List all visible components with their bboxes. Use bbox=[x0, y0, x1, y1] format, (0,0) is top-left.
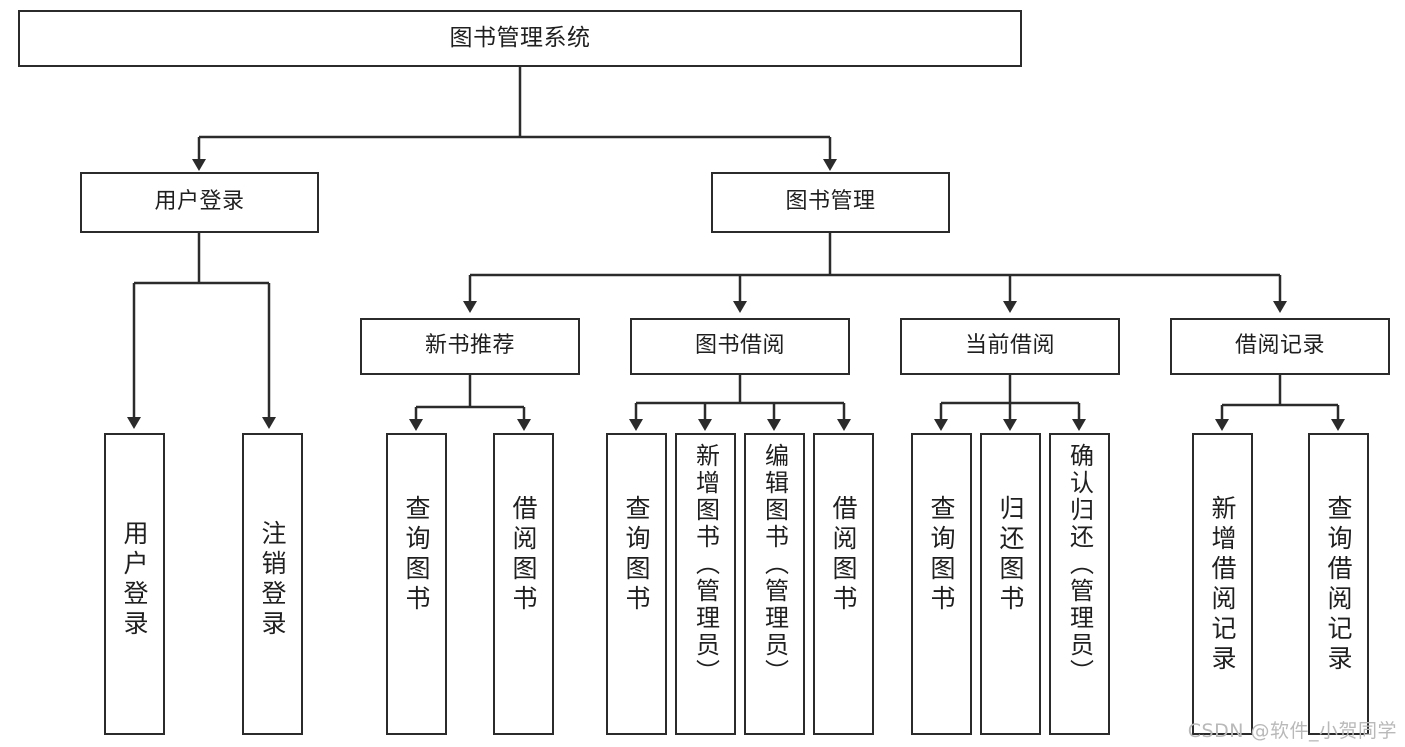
node-label: 新增借阅记录 bbox=[1208, 495, 1237, 675]
node-label: 确认归还（管理员） bbox=[1065, 443, 1094, 686]
leaf-query-book-borrow[interactable]: 查询图书 bbox=[606, 433, 667, 735]
node-label: 注销登录 bbox=[258, 520, 287, 640]
leaf-query-book-recommend[interactable]: 查询图书 bbox=[386, 433, 447, 735]
leaf-add-borrow-record[interactable]: 新增借阅记录 bbox=[1192, 433, 1253, 735]
node-label: 归还图书 bbox=[996, 495, 1025, 615]
node-label: 查询图书 bbox=[622, 495, 651, 615]
node-borrow-record[interactable]: 借阅记录 bbox=[1170, 318, 1390, 375]
node-label: 新书推荐 bbox=[424, 333, 515, 359]
node-label: 查询图书 bbox=[402, 495, 431, 615]
node-book-management[interactable]: 图书管理 bbox=[711, 172, 950, 233]
node-label: 查询借阅记录 bbox=[1324, 495, 1353, 675]
node-label: 借阅图书 bbox=[509, 495, 538, 615]
node-label: 图书管理系统 bbox=[449, 24, 591, 51]
node-label: 图书借阅 bbox=[694, 333, 785, 359]
node-label: 查询图书 bbox=[927, 495, 956, 615]
node-user-login[interactable]: 用户登录 bbox=[80, 172, 319, 233]
node-label: 借阅记录 bbox=[1234, 333, 1325, 359]
watermark-text: CSDN @软件_小贺同学 bbox=[1187, 720, 1397, 742]
leaf-query-book-current[interactable]: 查询图书 bbox=[911, 433, 972, 735]
node-label: 图书管理 bbox=[785, 189, 876, 215]
leaf-query-borrow-record[interactable]: 查询借阅记录 bbox=[1308, 433, 1369, 735]
node-root-system[interactable]: 图书管理系统 bbox=[18, 10, 1022, 67]
node-current-borrow[interactable]: 当前借阅 bbox=[900, 318, 1120, 375]
leaf-confirm-return-admin[interactable]: 确认归还（管理员） bbox=[1049, 433, 1110, 735]
leaf-user-login[interactable]: 用户登录 bbox=[104, 433, 165, 735]
leaf-return-book[interactable]: 归还图书 bbox=[980, 433, 1041, 735]
node-label: 新增图书（管理员） bbox=[691, 443, 720, 686]
node-new-book-recommend[interactable]: 新书推荐 bbox=[360, 318, 580, 375]
leaf-borrow-book[interactable]: 借阅图书 bbox=[813, 433, 874, 735]
leaf-add-book-admin[interactable]: 新增图书（管理员） bbox=[675, 433, 736, 735]
node-book-borrow[interactable]: 图书借阅 bbox=[630, 318, 850, 375]
leaf-logout[interactable]: 注销登录 bbox=[242, 433, 303, 735]
node-label: 用户登录 bbox=[154, 189, 245, 215]
node-label: 编辑图书（管理员） bbox=[760, 443, 789, 686]
leaf-borrow-book-recommend[interactable]: 借阅图书 bbox=[493, 433, 554, 735]
node-label: 用户登录 bbox=[120, 520, 149, 640]
node-label: 当前借阅 bbox=[964, 333, 1055, 359]
leaf-edit-book-admin[interactable]: 编辑图书（管理员） bbox=[744, 433, 805, 735]
node-label: 借阅图书 bbox=[829, 495, 858, 615]
